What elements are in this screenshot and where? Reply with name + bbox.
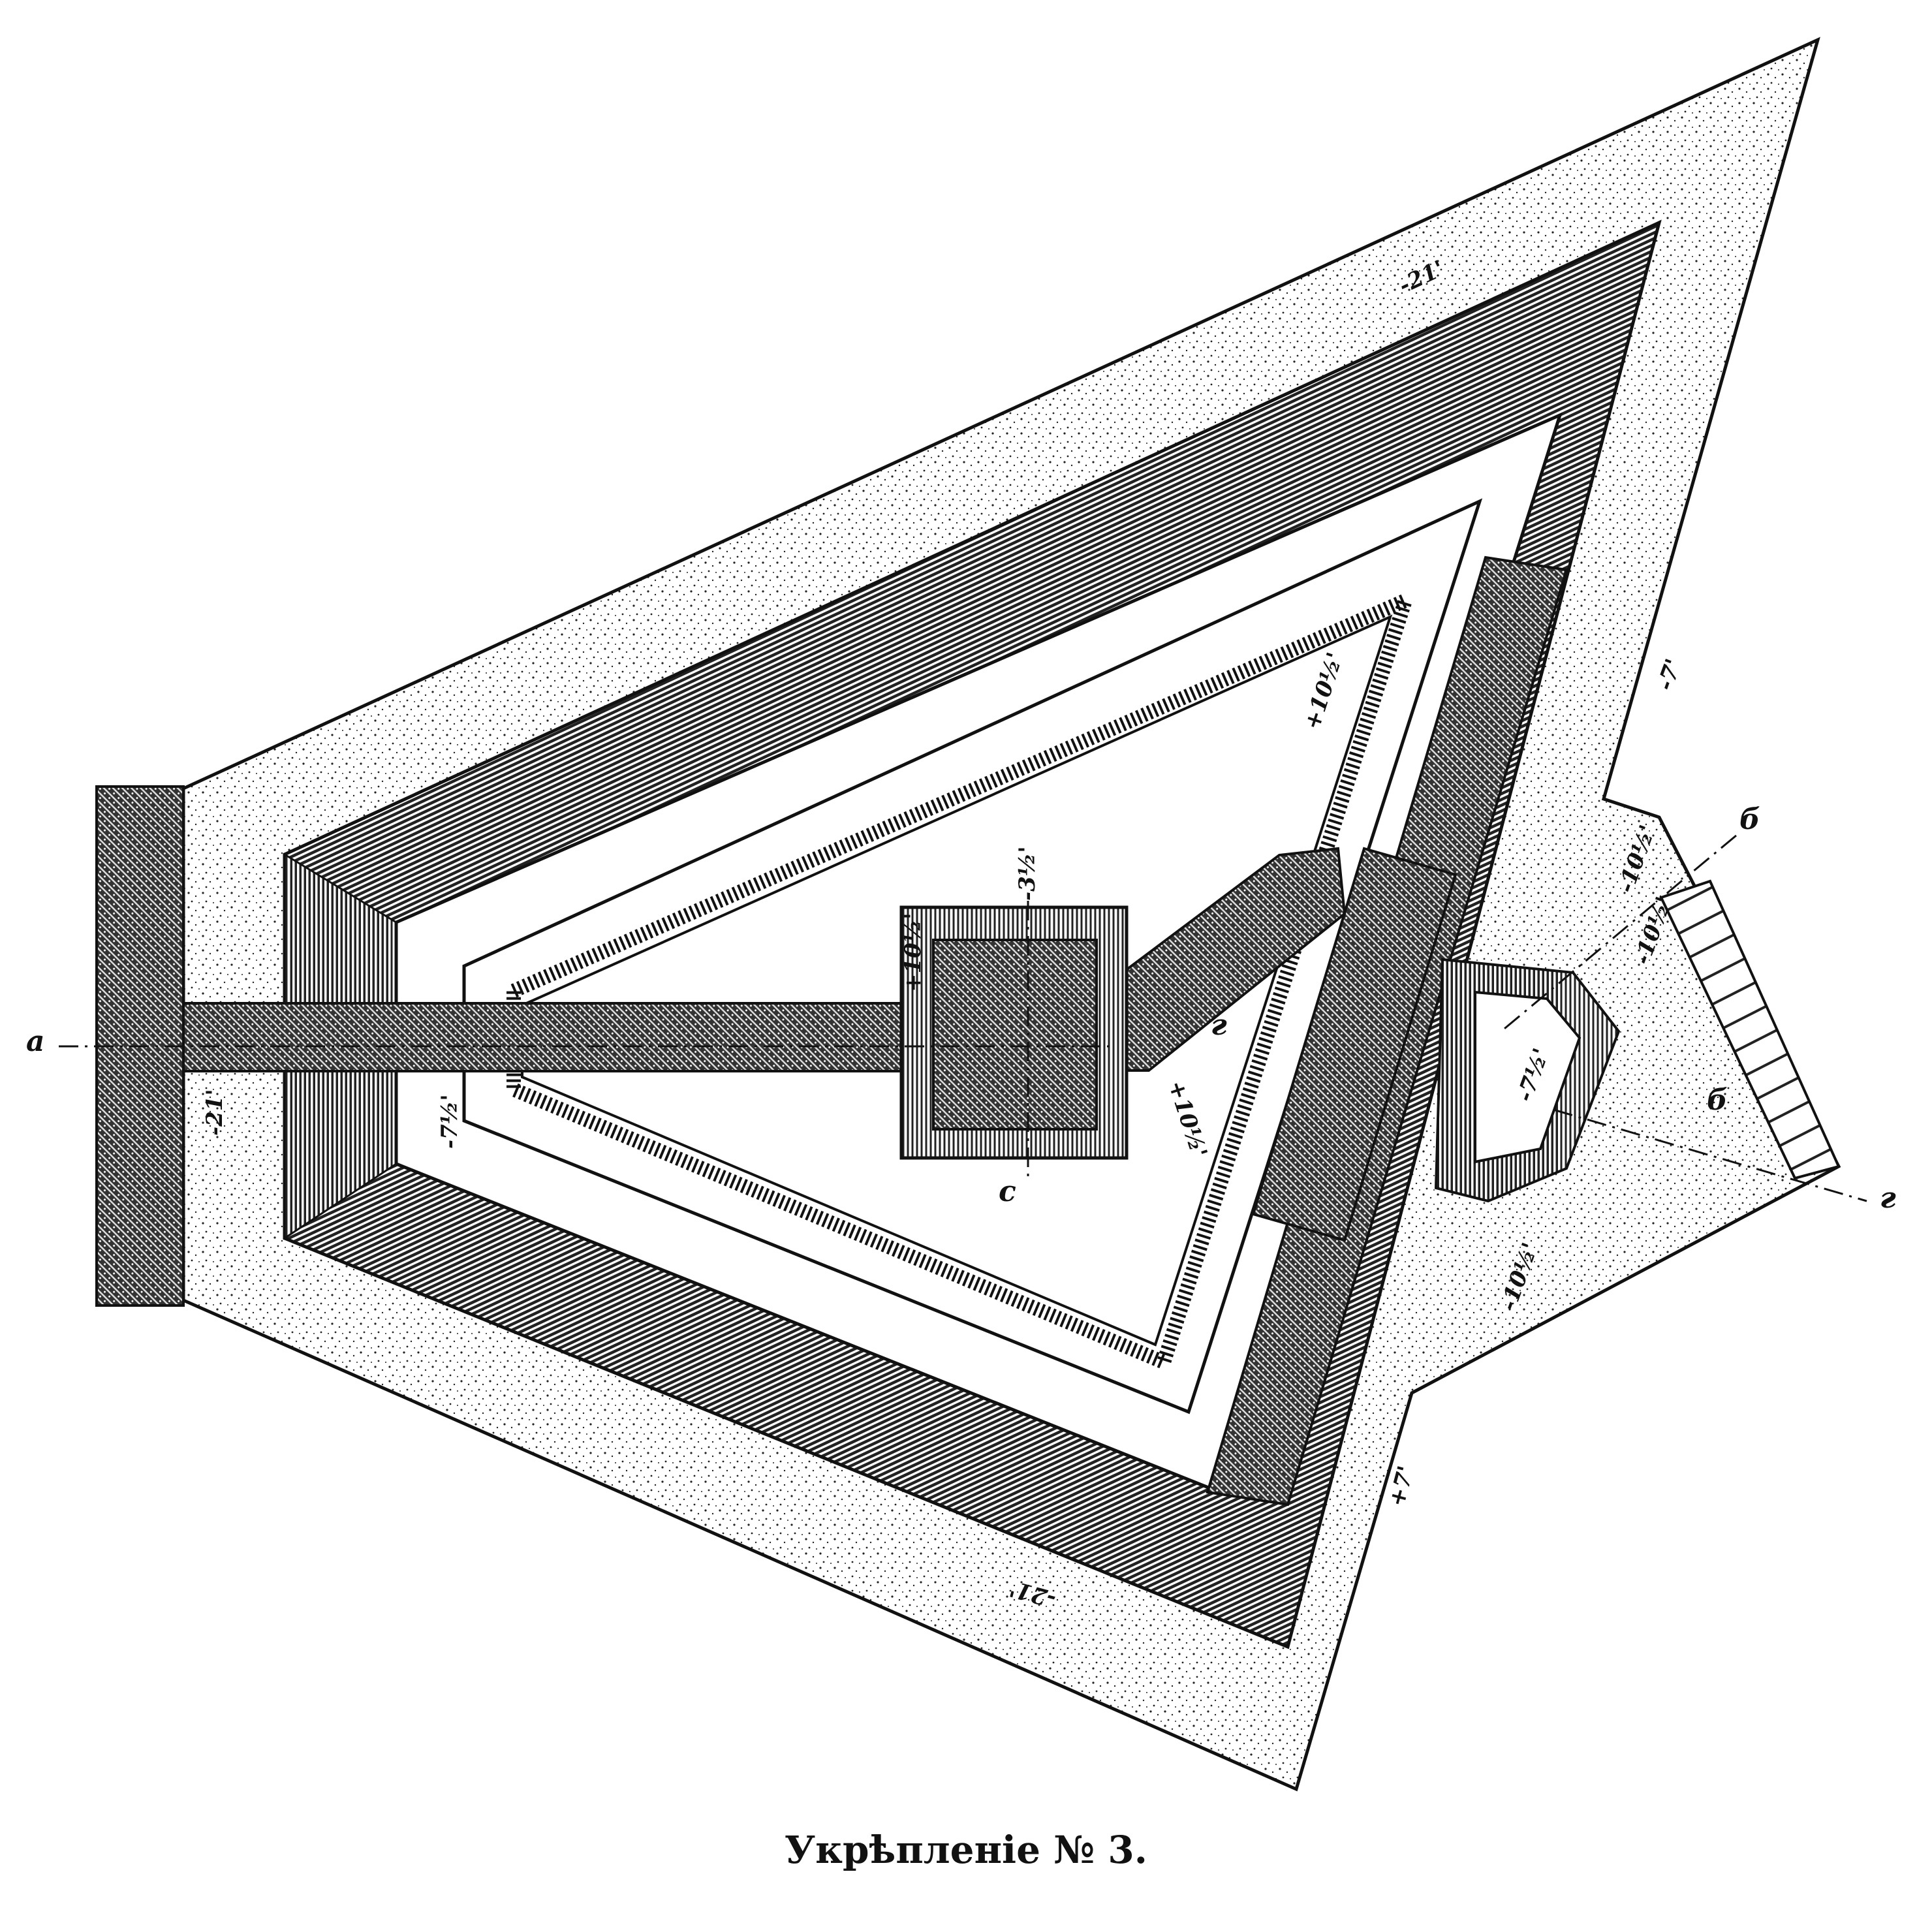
label-a: a — [26, 1025, 45, 1058]
lunette — [1474, 990, 1581, 1164]
elev-right-top: -7' — [1652, 655, 1687, 694]
central-corridor — [182, 1002, 968, 1072]
gorge-caponier-outer — [1251, 847, 1457, 1242]
section-line-b — [1501, 834, 1737, 1033]
label-g: г — [1211, 1008, 1227, 1042]
label-b: б — [1739, 803, 1760, 836]
label-g2: г — [1880, 1181, 1896, 1215]
figure-caption: Укрѣпленіе № 3. — [785, 1828, 1147, 1872]
label-b2: б — [1707, 1084, 1728, 1117]
section-line-g — [1553, 1108, 1867, 1202]
elev-center: +10½' — [900, 913, 926, 992]
elev-center-top: -3½' — [1014, 846, 1040, 901]
blockhouse — [932, 939, 1098, 1131]
stair-ramp — [1659, 879, 1841, 1180]
elev-left: -21' — [202, 1089, 228, 1136]
label-v: c — [999, 1175, 1016, 1208]
elev-left-inner: -7½' — [437, 1094, 463, 1149]
